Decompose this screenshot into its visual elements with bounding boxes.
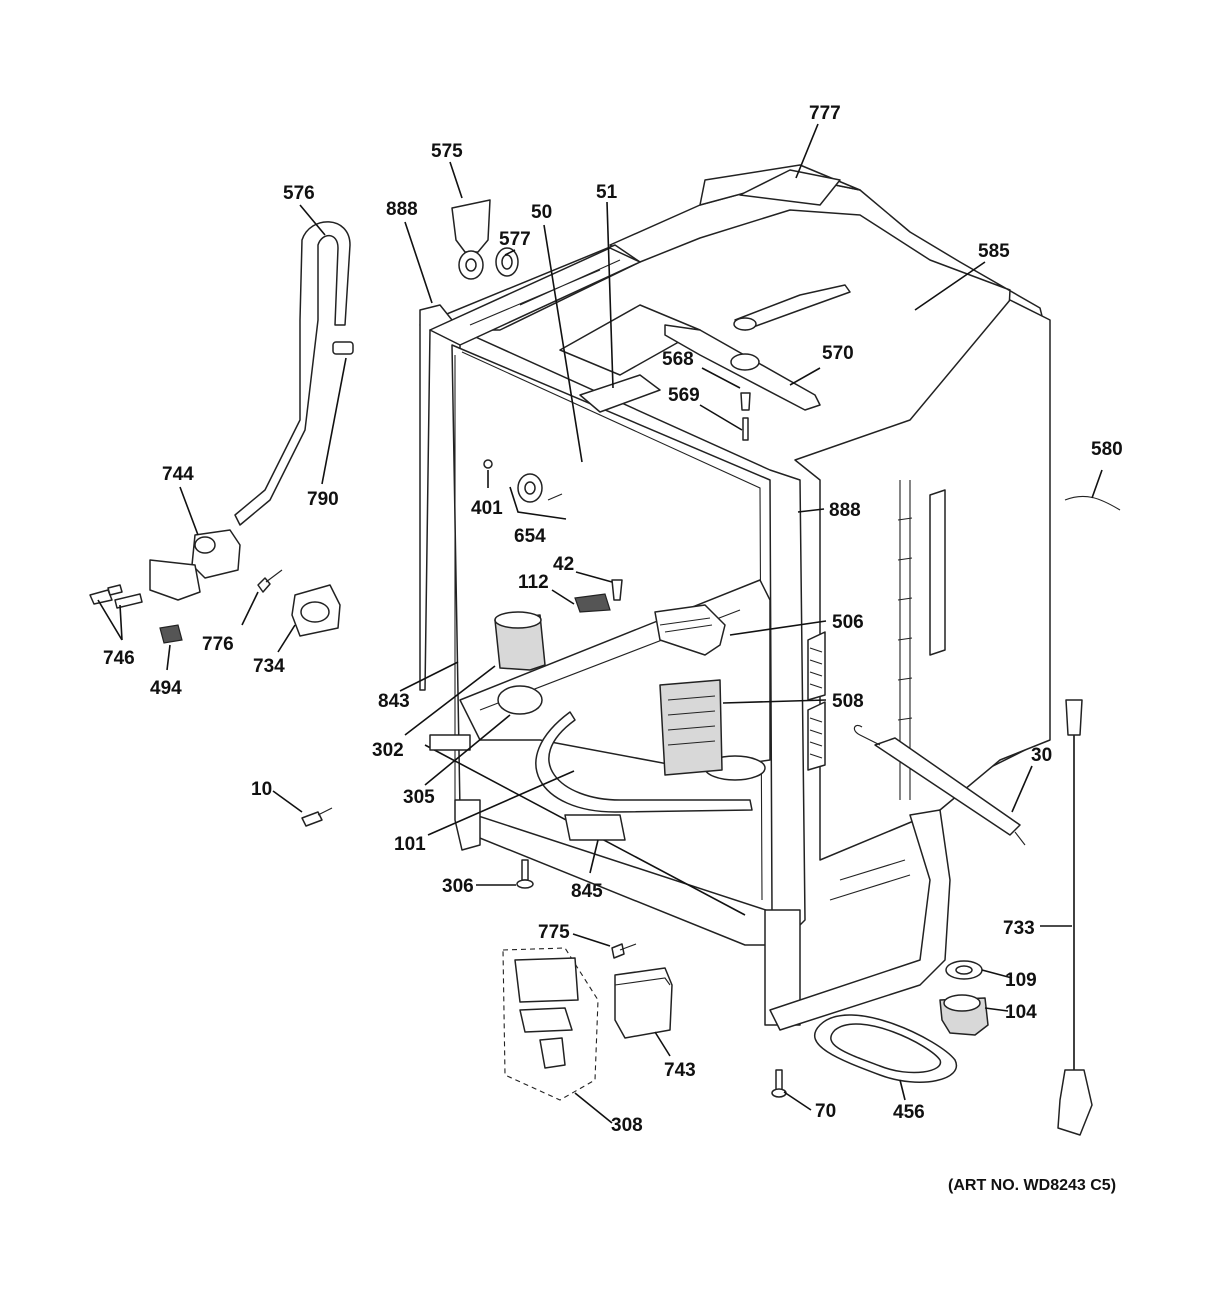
callout-30: 30 [1031,745,1052,766]
loose-parts [89,199,1121,1136]
callout-569: 569 [668,385,700,406]
callout-570: 570 [822,343,854,364]
callout-577: 577 [499,229,531,250]
callout-575: 575 [431,141,463,162]
callout-508: 508 [832,691,864,712]
callout-305: 305 [403,787,435,808]
water-valve [191,529,241,579]
callout-744: 744 [162,464,194,485]
callout-654: 654 [514,526,546,547]
pump-housing [497,685,543,715]
callout-746: 746 [103,648,135,669]
door-spring [874,737,1021,836]
callout-568: 568 [662,349,694,370]
tub-assembly [419,164,1051,1031]
callout-888: 888 [386,199,418,220]
callout-888-right: 888 [829,500,861,521]
callout-506: 506 [832,612,864,633]
clip-580 [1064,495,1121,511]
base-frame [769,809,951,1031]
callout-733: 733 [1003,918,1035,939]
callout-112: 112 [518,572,549,593]
callout-labels: 777 575 576 888 50 51 577 585 568 570 56… [103,103,1123,1194]
art-number: (ART NO. WD8243 C5) [948,1177,1116,1194]
callout-843: 843 [378,691,410,712]
callout-734: 734 [253,656,285,677]
callout-401: 401 [471,498,503,519]
callout-104: 104 [1005,1002,1037,1023]
callout-585: 585 [978,241,1010,262]
leader-lines [97,123,1103,1124]
callout-109: 109 [1005,970,1037,991]
callout-70: 70 [815,1101,836,1122]
filter [654,604,726,656]
callout-50: 50 [531,202,552,223]
control-box [614,967,673,1039]
callout-51: 51 [596,182,618,203]
drain-hose [234,221,351,526]
callout-576: 576 [283,183,315,204]
callout-776: 776 [202,634,234,655]
callout-743: 743 [664,1060,696,1081]
callout-790: 790 [307,489,339,510]
vent-part [451,199,491,253]
callout-777: 777 [809,103,841,124]
callout-42: 42 [553,554,574,575]
lower-spray-ring [535,711,753,813]
callout-308: 308 [611,1115,643,1136]
callout-10: 10 [251,779,272,800]
callout-580: 580 [1091,439,1123,460]
callout-494: 494 [150,678,182,699]
callout-845: 845 [571,881,603,902]
callout-456: 456 [893,1102,925,1123]
callout-302: 302 [372,740,404,761]
callout-101: 101 [394,834,426,855]
callout-306: 306 [442,876,474,897]
callout-775: 775 [538,922,570,943]
